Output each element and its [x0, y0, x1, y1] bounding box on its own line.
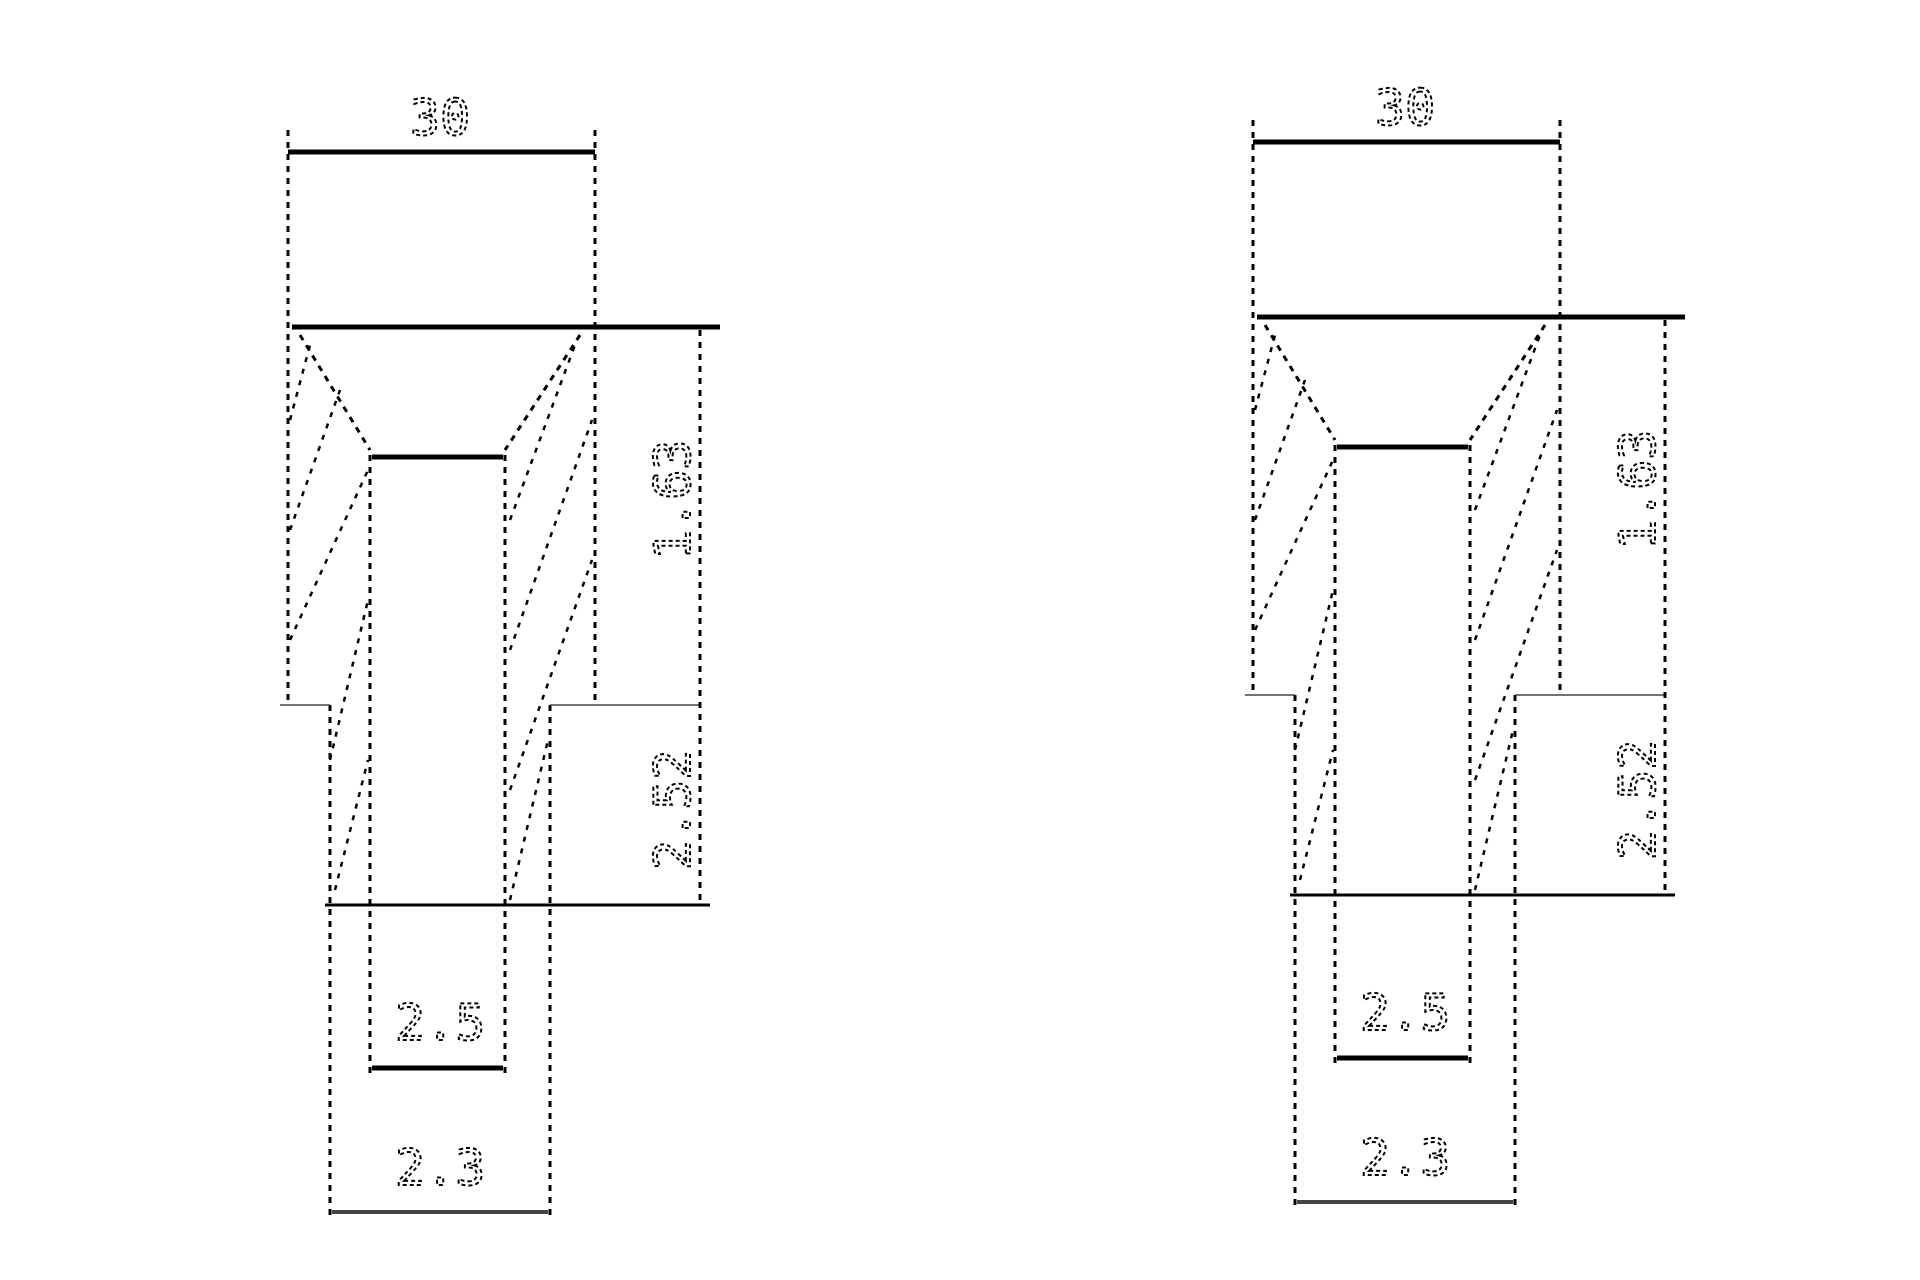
left-section-geometry: [280, 130, 720, 1220]
dim-top-width: 30: [410, 89, 470, 147]
dim-upper-height: 1.63: [1609, 430, 1667, 550]
dim-bore-diameter: 2.5: [1360, 984, 1450, 1042]
dim-shank-diameter: 2.3: [1360, 1129, 1450, 1187]
dim-top-width: 30: [1375, 79, 1435, 137]
right-section-geometry: [1245, 120, 1685, 1210]
right-section: 30 1.63 2.52 2.5 2.3: [1245, 78, 1685, 1210]
dim-lower-height: 2.52: [1609, 740, 1667, 860]
dim-shank-diameter: 2.3: [395, 1139, 485, 1197]
left-section: 30 1.63 2.52 2.5 2.3: [280, 88, 720, 1220]
dim-upper-height: 1.63: [644, 440, 702, 560]
dim-lower-height: 2.52: [644, 750, 702, 870]
dim-bore-diameter: 2.5: [395, 994, 485, 1052]
